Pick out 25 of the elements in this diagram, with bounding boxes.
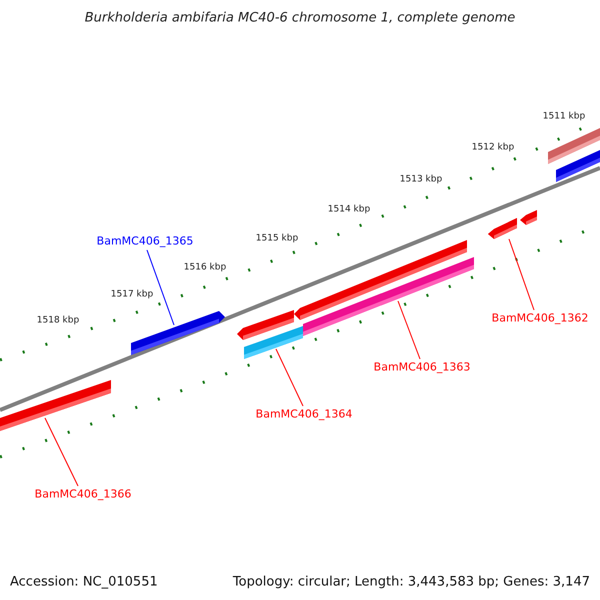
gene-label: BamMC406_1365	[96, 236, 194, 246]
gene-block	[0, 380, 111, 431]
scale-label: 1512 kbp	[472, 144, 514, 152]
gene-label: BamMC406_1362	[492, 312, 588, 324]
gene-block	[303, 257, 474, 336]
scale-label: 1514 kbp	[328, 206, 370, 214]
scale-label: 1511 kbp	[542, 112, 586, 122]
title: Burkholderia ambifaria MC40-6 chromosome 1, complete genome	[84, 12, 516, 24]
genome-info-text: Topology: circular; Length: 3,443,583 bp; Genes: 3,147	[232, 576, 590, 588]
gene-label: BamMC406_1363	[374, 362, 470, 372]
leader-line	[44, 418, 78, 486]
scale-label: 1516 kbp	[184, 264, 226, 272]
gene-label: BamMC406_1366	[34, 488, 132, 500]
accession-text: Accession: NC_010551	[10, 576, 158, 588]
gene-label: BamMC406_1364	[256, 408, 352, 420]
scale-label: 1517 kbp	[110, 290, 154, 300]
scale-label: 1513 kbp	[400, 176, 442, 184]
scale-label: 1515 kbp	[256, 234, 298, 244]
leader-line	[508, 238, 534, 310]
scale-label: 1518 kbp	[36, 316, 80, 326]
gene-block	[131, 311, 225, 355]
gene-block	[244, 326, 303, 359]
leader-line	[276, 348, 304, 406]
leader-line	[398, 300, 420, 360]
leader-line	[146, 250, 174, 326]
